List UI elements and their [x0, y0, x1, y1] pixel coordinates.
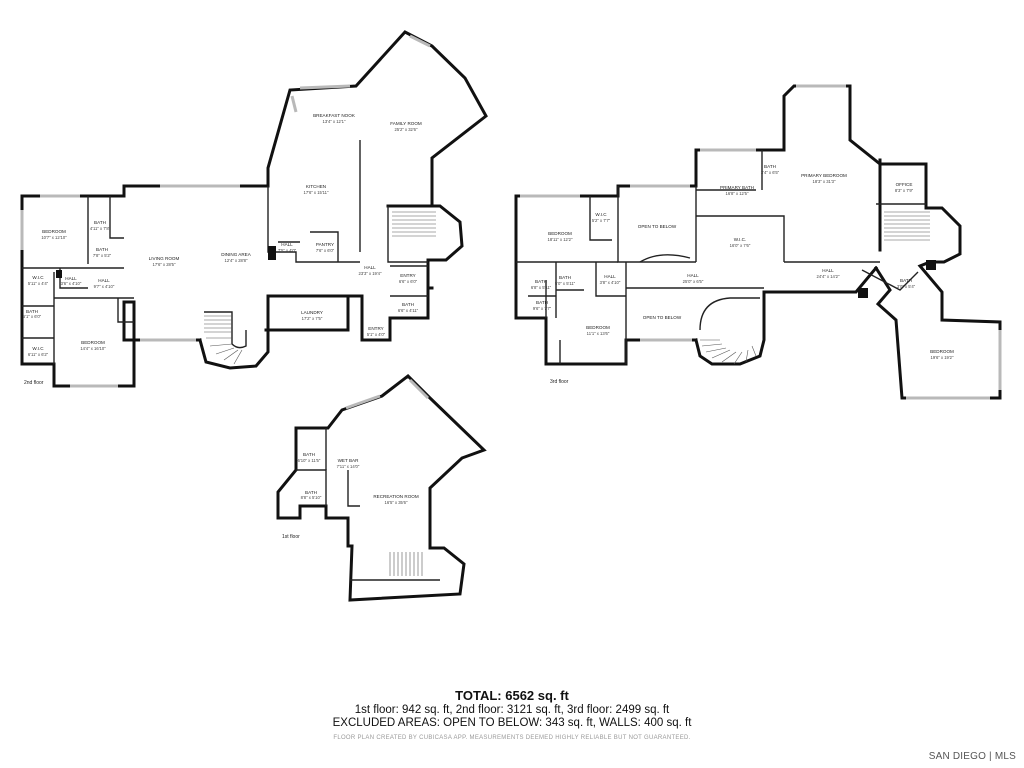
- room-name: BATH: [305, 490, 317, 495]
- room-name: BATH: [94, 220, 106, 225]
- room-name: W.I.C: [32, 275, 44, 280]
- room-name: ENTRY: [368, 326, 384, 331]
- room-name: ENTRY: [400, 273, 416, 278]
- room-dimensions: 11'1" x 13'6": [587, 331, 610, 336]
- room-name: BEDROOM: [42, 229, 66, 234]
- room-dimensions: 18'3" x 31'3": [813, 179, 836, 184]
- room-dimensions: 18'11" x 12'2": [548, 237, 573, 242]
- room-dimensions: 16'5" x 35'6": [385, 500, 408, 505]
- room-dimensions: 16'0" x 7'6": [730, 243, 751, 248]
- room-name: BATH: [900, 278, 912, 283]
- room-dimensions: 7'5" x 4'0": [278, 248, 297, 253]
- room-name: BATH: [559, 275, 571, 280]
- room-name: BATH: [402, 302, 414, 307]
- room-dimensions: 5'1" x 6'0": [23, 314, 42, 319]
- room-name: BATH: [26, 309, 38, 314]
- room-dimensions: 5'2" x 7'7": [592, 218, 611, 223]
- room-name: BEDROOM: [930, 349, 954, 354]
- room-dimensions: 7'8" x 5'2": [93, 253, 112, 258]
- mls-logo: SAN DIEGO | MLS: [928, 751, 1016, 762]
- floor-label-second: 2nd floor: [24, 380, 44, 386]
- room-name: HALL: [604, 274, 616, 279]
- room-name: HALL: [281, 242, 293, 247]
- room-name: BATH: [764, 164, 776, 169]
- room-name: HALL: [364, 265, 376, 270]
- room-dimensions: 24'4" x 14'2": [817, 274, 840, 279]
- room-dimensions: 3'4" x 6'5": [761, 170, 780, 175]
- room-dimensions: 25'2" x 32'6": [395, 127, 418, 132]
- room-dimensions: 12'4" x 28'8": [225, 258, 248, 263]
- third-floor-plan: [514, 84, 1002, 400]
- room-name: HALL: [65, 276, 77, 281]
- room-dimensions: 14'4" x 16'10": [80, 346, 106, 351]
- room-dimensions: 7'6" x 6'0": [316, 248, 335, 253]
- total-area: TOTAL: 6562 sq. ft: [455, 688, 569, 703]
- room-name: HALL: [687, 273, 699, 278]
- room-name: OFFICE: [896, 182, 913, 187]
- floor-label-first: 1st floor: [282, 534, 300, 540]
- room-name: BEDROOM: [81, 340, 105, 345]
- room-name: BEDROOM: [586, 325, 610, 330]
- room-name: HALL: [98, 278, 110, 283]
- room-dimensions: 5'1" x 4'0": [367, 332, 386, 337]
- room-name: BREAKFAST NOOK: [313, 113, 356, 118]
- room-name: WET BAR: [338, 458, 360, 463]
- room-name: OPEN TO BELOW: [638, 224, 677, 229]
- room-dimensions: 3'0" x 5'4": [897, 284, 916, 289]
- room-dimensions: 3'6" x 4'10": [61, 281, 82, 286]
- room-name: LAUNDRY: [301, 310, 323, 315]
- area-summary: TOTAL: 6562 sq. ft 1st floor: 942 sq. ft…: [0, 688, 1024, 741]
- room-labels: BEDROOM 10'7" x 12'10" BATH 4'11" x 7'8"…: [23, 113, 954, 505]
- first-floor-plan: [276, 374, 487, 602]
- room-name: PANTRY: [316, 242, 334, 247]
- room-name: KITCHEN: [306, 184, 326, 189]
- room-dimensions: 4'11" x 7'8": [90, 226, 111, 231]
- room-dimensions: 6'10" x 11'5": [298, 458, 321, 463]
- room-dimensions: 6'8" x 5'11": [531, 285, 552, 290]
- room-name: BATH: [536, 300, 548, 305]
- room-name: W.I.C: [595, 212, 607, 217]
- room-dimensions: 25'0" x 6'5": [683, 279, 704, 284]
- room-dimensions: 17'2" x 7'5": [302, 316, 323, 321]
- room-name: LIVING ROOM: [149, 256, 180, 261]
- room-name: BATH: [303, 452, 315, 457]
- room-dimensions: 16'8" x 12'5": [726, 191, 749, 196]
- disclaimer-text: FLOOR PLAN CREATED BY CUBICASA APP. MEAS…: [333, 735, 691, 741]
- room-dimensions: 19'6" x 19'2": [931, 355, 954, 360]
- room-dimensions: 17'6" x 15'11": [304, 190, 329, 195]
- room-dimensions: 23'3" x 19'4": [359, 271, 382, 276]
- room-dimensions: 5'0" x 5'11": [555, 281, 576, 286]
- excluded-areas: EXCLUDED AREAS: OPEN TO BELOW: 343 sq. f…: [332, 717, 692, 729]
- room-dimensions: 7'11" x 14'0": [337, 464, 360, 469]
- second-floor-plan: [20, 30, 488, 388]
- room-name: W.I.C.: [734, 237, 747, 242]
- room-name: W.I.C: [32, 346, 44, 351]
- floor-areas: 1st floor: 942 sq. ft, 2nd floor: 3121 s…: [354, 704, 670, 716]
- room-dimensions: 9'7" x 4'10": [94, 284, 115, 289]
- room-name: BATH: [96, 247, 108, 252]
- room-name: RECREATION ROOM: [373, 494, 419, 499]
- room-dimensions: 3'8" x 4'10": [600, 280, 621, 285]
- room-name: DINING AREA: [221, 252, 252, 257]
- room-dimensions: 6'6" x 4'11": [398, 308, 419, 313]
- room-name: OPEN TO BELOW: [643, 315, 682, 320]
- room-dimensions: 8'8" x 5'10": [301, 495, 322, 500]
- room-dimensions: 9'6" x 7'7": [533, 306, 552, 311]
- room-name: FAMILY ROOM: [390, 121, 422, 126]
- room-name: BEDROOM: [548, 231, 572, 236]
- room-dimensions: 8'3" x 7'9": [895, 188, 914, 193]
- room-dimensions: 5'11" x 4'4": [28, 281, 49, 286]
- room-dimensions: 6'11" x 6'2": [28, 352, 49, 357]
- room-dimensions: 6'6" x 6'0": [399, 279, 418, 284]
- room-name: BATH: [535, 279, 547, 284]
- room-name: HALL: [822, 268, 834, 273]
- room-name: PRIMARY BATH: [720, 185, 754, 190]
- room-dimensions: 10'7" x 12'10": [41, 235, 67, 240]
- floor-label-third: 3rd floor: [550, 379, 569, 385]
- room-name: PRIMARY BEDROOM: [801, 173, 847, 178]
- room-dimensions: 13'4" x 12'1": [323, 119, 346, 124]
- room-dimensions: 17'6" x 28'5": [153, 262, 176, 267]
